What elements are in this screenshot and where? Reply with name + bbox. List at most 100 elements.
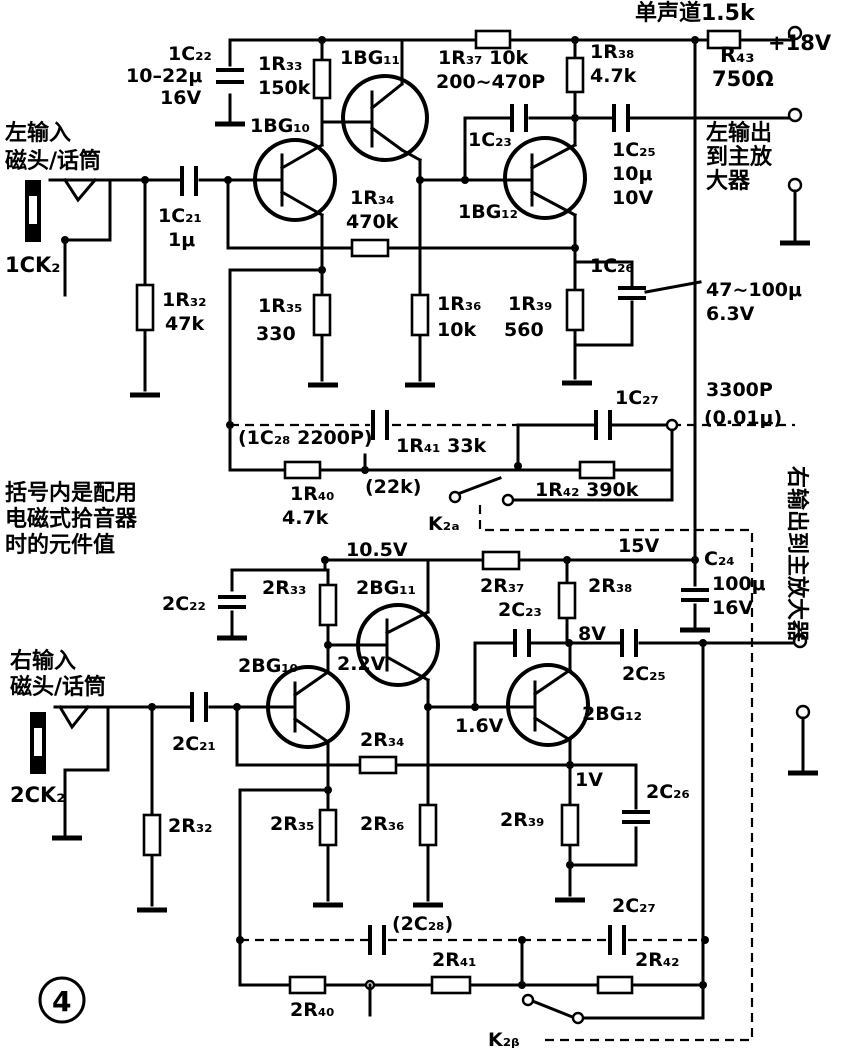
left-output-label-3: 大器 (706, 169, 751, 194)
label-2BG11: 2BG₁₁ (356, 577, 416, 599)
label-1R42: 1R₄₂ 390k (535, 479, 639, 501)
label-1C27: 1C₂₇ (615, 387, 659, 409)
label-1C27-val2: (0.01μ) (704, 407, 782, 429)
label-1CK2: 1CK₂ (5, 253, 61, 277)
right-channel-circuit (30, 550, 818, 1025)
label-v-c12: 8V (578, 623, 606, 645)
transistor-2BG12 (506, 663, 590, 747)
label-1BG10: 1BG₁₀ (250, 115, 310, 137)
label-supply: +18V (768, 31, 832, 55)
label-1C26: 1C₂₆ (590, 255, 634, 277)
resistor-2R39 (560, 803, 580, 847)
label-R43-val: 750Ω (712, 67, 774, 91)
label-1R38: 1R₃₈ (590, 41, 635, 63)
label-2C22: 2C₂₂ (162, 593, 206, 615)
label-1C22-val2: 16V (160, 87, 201, 109)
label-1R35-val: 330 (256, 323, 296, 345)
label-1R39: 1R₃₉ (508, 293, 553, 315)
left-output-label-2: 到主放 (706, 144, 773, 170)
label-2R34: 2R₃₄ (360, 729, 405, 751)
label-1C23-val: 200~470P (436, 71, 545, 93)
label-2CK2: 2CK₂ (10, 783, 66, 807)
label-1C22-val1: 10–22μ (126, 65, 202, 87)
label-1BG12: 1BG₁₂ (458, 201, 518, 223)
label-C24-val1: 100μ (712, 573, 766, 595)
label-2BG10: 2BG₁₀ (238, 655, 298, 677)
right-output-label: 右输出到主放大器 (784, 466, 810, 643)
transistor-1BG11 (341, 74, 429, 162)
resistor-1R36 (410, 293, 430, 337)
resistor-2R37 (481, 550, 521, 571)
label-1C25-val2: 10V (612, 187, 653, 209)
resistor-R43 (706, 29, 742, 50)
label-1R36: 1R₃₆ (437, 293, 482, 315)
label-2C28: (2C₂₈) (392, 913, 453, 935)
label-2R42: 2R₄₂ (635, 949, 680, 971)
label-1R32: 1R₃₂ (162, 289, 207, 311)
label-2C23: 2C₂₃ (498, 599, 542, 621)
note-line-1: 括号内是配用 (5, 481, 137, 506)
left-output-terminal (787, 107, 803, 123)
label-2C27: 2C₂₇ (612, 895, 656, 917)
label-v-b11: 2.2V (337, 653, 386, 675)
supply-terminal (787, 25, 803, 41)
label-2R36: 2R₃₆ (360, 813, 405, 835)
resistor-2R40 (288, 975, 327, 995)
resistor-2R35 (318, 808, 338, 847)
label-1R37: 1R₃₇ 10k (438, 47, 529, 69)
label-v-supply: 15V (618, 535, 659, 557)
right-input-label-1: 右输入 (10, 648, 76, 674)
label-1R33-val: 150k (258, 77, 311, 99)
resistor-2R33 (318, 583, 338, 627)
resistor-1R37 (474, 29, 512, 50)
label-1C21-val: 1μ (168, 229, 195, 251)
label-1C23: 1C₂₃ (468, 129, 512, 151)
left-output-label: 左输出 (706, 120, 772, 146)
right-input-label-2: 磁头/话筒 (10, 674, 106, 700)
label-1R34: 1R₃₄ (350, 187, 395, 209)
label-1R40-val: 4.7k (282, 507, 329, 529)
resistor-1R40 (283, 460, 322, 480)
label-2C26: 2C₂₆ (646, 781, 690, 803)
resistor-1R33 (312, 58, 332, 100)
left-input-label-1: 左输入 (5, 120, 71, 146)
label-2R33: 2R₃₃ (262, 577, 307, 599)
label-2R37: 2R₃₇ (480, 575, 525, 597)
label-1R35: 1R₃₅ (258, 295, 303, 317)
label-1BG11: 1BG₁₁ (340, 47, 400, 69)
label-1C25-val1: 10μ (612, 163, 652, 185)
label-2R41: 2R₄₁ (432, 949, 477, 971)
resistor-1R39 (565, 288, 585, 332)
label-K2a: K₂ₐ (428, 513, 460, 535)
resistor-2R36 (418, 803, 438, 847)
label-2R39: 2R₃₉ (500, 809, 545, 831)
resistor-1R35 (312, 293, 332, 337)
label-2C21: 2C₂₁ (172, 733, 216, 755)
label-1C22: 1C₂₂ (168, 43, 212, 65)
label-C24-val2: 16V (712, 597, 753, 619)
label-R43: R₄₃ (720, 43, 755, 67)
resistor-2R34 (358, 755, 398, 775)
resistor-2R42 (596, 975, 634, 995)
label-1C26-val2: 6.3V (706, 303, 755, 325)
left-channel-circuit (25, 25, 810, 1042)
resistor-1R34 (350, 238, 390, 258)
left-input-label-2: 磁头/话筒 (5, 148, 101, 174)
label-1R40: 1R₄₀ (290, 483, 335, 505)
label-v-e12: 1V (575, 769, 603, 791)
label-1C25: 1C₂₅ (612, 139, 656, 161)
label-1R36-val: 10k (437, 319, 476, 341)
label-1R34-val: 470k (346, 211, 399, 233)
label-1C21: 1C₂₁ (158, 205, 202, 227)
label-2R35: 2R₃₅ (270, 813, 315, 835)
transistor-1BG12 (503, 136, 587, 220)
resistor-1R38 (565, 56, 585, 94)
resistor-2R38 (557, 581, 577, 620)
note-line-2: 电磁式拾音器 (5, 506, 138, 532)
right-output-terminal (792, 633, 808, 649)
label-1R41: 1R₄₁ 33k (396, 435, 487, 457)
label-C24: C₂₄ (704, 548, 735, 570)
label-1R33: 1R₃₃ (258, 53, 303, 75)
figure-number: 4 (52, 985, 71, 1018)
